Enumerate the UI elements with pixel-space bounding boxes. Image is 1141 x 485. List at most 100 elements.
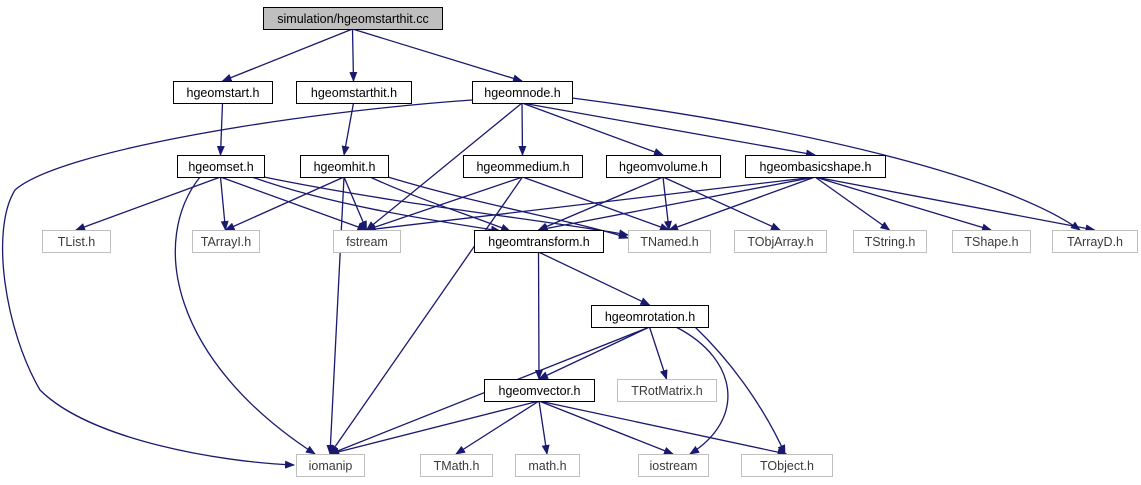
- node-fstream: fstream: [333, 230, 401, 253]
- node-box: [42, 230, 111, 253]
- node-hgeomnode[interactable]: hgeomnode.h: [472, 81, 573, 104]
- edge-hgeomnode-to-TArrayD: [571, 97, 1081, 231]
- node-TShape: TShape.h: [952, 230, 1031, 253]
- node-label: simulation/hgeomstarthit.cc: [277, 12, 428, 26]
- node-layer: simulation/hgeomstarthit.cc hgeomstart.h h…: [42, 7, 1138, 477]
- edge-hgeomnode-to-hgeombasicshape: [521, 102, 816, 158]
- node-label: hgeomset.h: [188, 160, 253, 174]
- node-box: [952, 230, 1031, 253]
- node-TObjArray: TObjArray.h: [734, 230, 827, 253]
- node-box: [192, 230, 260, 253]
- node-label: TObject.h: [760, 459, 814, 473]
- node-TArrayD: TArrayD.h: [1052, 230, 1138, 253]
- node-hgeomvector[interactable]: hgeomvector.h: [484, 379, 595, 402]
- edge-hgeommedium-to-iomanip: [329, 176, 524, 455]
- node-box: [296, 81, 412, 104]
- edge-hgeomhit-to-fstream: [343, 176, 368, 231]
- edge-hgeomvector-to-math: [538, 400, 550, 455]
- edge-hgeomhit-to-TNamed: [387, 176, 629, 239]
- node-label: hgeomvector.h: [499, 384, 581, 398]
- node-label: TMath.h: [434, 459, 480, 473]
- node-label: TRotMatrix.h: [631, 384, 703, 398]
- edge-hgeomhit-to-hgeomtransform: [369, 176, 511, 232]
- node-hgeomset[interactable]: hgeomset.h: [177, 155, 265, 178]
- node-box: [628, 230, 711, 253]
- node-TNamed: TNamed.h: [628, 230, 711, 253]
- node-label: TList.h: [58, 235, 96, 249]
- node-label: hgeomstart.h: [187, 86, 260, 100]
- node-box: [606, 155, 721, 178]
- edge-hgeomvolume-to-TNamed: [662, 176, 672, 231]
- node-label: TString.h: [865, 235, 916, 249]
- node-hgeomrotation[interactable]: hgeomrotation.h: [591, 305, 709, 328]
- edge-hgeombasicshape-to-TShape: [814, 176, 992, 232]
- edge-hgeombasicshape-to-fstream: [365, 176, 816, 233]
- node-box: [177, 155, 265, 178]
- node-box: [296, 454, 365, 477]
- node-iomanip: iomanip: [296, 454, 365, 477]
- node-box: [484, 379, 595, 402]
- edge-root-to-hgeomstarthit: [349, 28, 358, 82]
- node-TList: TList.h: [42, 230, 111, 253]
- edge-hgeomset-to-iomanip: [174, 176, 316, 455]
- node-box: [591, 305, 709, 328]
- node-label: hgeomhit.h: [314, 160, 376, 174]
- node-hgeomtransform[interactable]: hgeomtransform.h: [474, 230, 604, 253]
- node-label: hgeomnode.h: [484, 86, 561, 100]
- node-hgeombasicshape[interactable]: hgeombasicshape.h: [745, 155, 886, 178]
- edge-hgeombasicshape-to-TString: [814, 176, 891, 231]
- node-TArrayI: TArrayI.h: [192, 230, 260, 253]
- edge-hgeomtransform-to-hgeomrotation: [538, 251, 651, 306]
- node-box: [474, 230, 604, 253]
- edge-hgeomvector-to-TMath: [455, 400, 540, 455]
- edge-hgeomstart-to-hgeomset: [216, 102, 225, 156]
- node-box: [617, 379, 717, 402]
- edge-hgeomvector-to-iostream: [538, 400, 674, 455]
- node-box: [853, 230, 927, 253]
- node-label: hgeommedium.h: [476, 160, 569, 174]
- node-label: iomanip: [309, 459, 353, 473]
- edge-root-to-hgeomnode: [352, 28, 523, 83]
- node-label: TShape.h: [964, 235, 1018, 249]
- node-label: TArrayI.h: [201, 235, 252, 249]
- edge-hgeomvector-to-TObject: [538, 400, 788, 457]
- node-hgeomhit[interactable]: hgeomhit.h: [300, 155, 389, 178]
- node-box: [300, 155, 389, 178]
- node-label: hgeomtransform.h: [488, 235, 589, 249]
- edge-root-to-hgeomstart: [221, 28, 353, 82]
- edge-hgeomset-to-hgeomtransform: [251, 176, 501, 234]
- edge-hgeomnode-to-hgeommedium: [518, 102, 527, 156]
- node-label: iostream: [650, 459, 698, 473]
- node-label: TObjArray.h: [747, 235, 813, 249]
- edge-hgeomrotation-to-TRotMatrix: [648, 326, 668, 380]
- node-hgeomstarthit[interactable]: hgeomstarthit.h: [296, 81, 412, 104]
- edge-layer: [1, 28, 1096, 469]
- node-root[interactable]: simulation/hgeomstarthit.cc: [263, 7, 443, 30]
- edge-hgeomset-to-TArrayI: [219, 176, 229, 231]
- edge-hgeomvolume-to-TObjArray: [662, 176, 781, 231]
- edge-hgeomset-to-TList: [75, 176, 221, 231]
- edge-hgeomrotation-to-iostream: [675, 326, 729, 455]
- edge-hgeomnode-to-hgeomvolume: [521, 102, 664, 156]
- node-math: math.h: [515, 454, 580, 477]
- edge-hgeomhit-to-TArrayI: [224, 176, 345, 231]
- node-box: [333, 230, 401, 253]
- node-hgeomvolume[interactable]: hgeomvolume.h: [606, 155, 721, 178]
- node-hgeommedium[interactable]: hgeommedium.h: [463, 155, 583, 178]
- edge-hgeomrotation-to-hgeomvector: [538, 326, 650, 380]
- node-TRotMatrix: TRotMatrix.h: [617, 379, 717, 402]
- node-box: [173, 81, 273, 104]
- edge-hgeomvolume-to-hgeomtransform: [537, 176, 664, 231]
- node-hgeomstart[interactable]: hgeomstart.h: [173, 81, 273, 104]
- node-box: [420, 454, 493, 477]
- node-label: TNamed.h: [640, 235, 698, 249]
- edge-hgeombasicshape-to-TNamed: [668, 176, 816, 231]
- node-TMath: TMath.h: [420, 454, 493, 477]
- node-label: hgeomrotation.h: [605, 310, 695, 324]
- node-box: [741, 454, 833, 477]
- node-label: math.h: [528, 459, 566, 473]
- node-box: [472, 81, 573, 104]
- node-box: [463, 155, 583, 178]
